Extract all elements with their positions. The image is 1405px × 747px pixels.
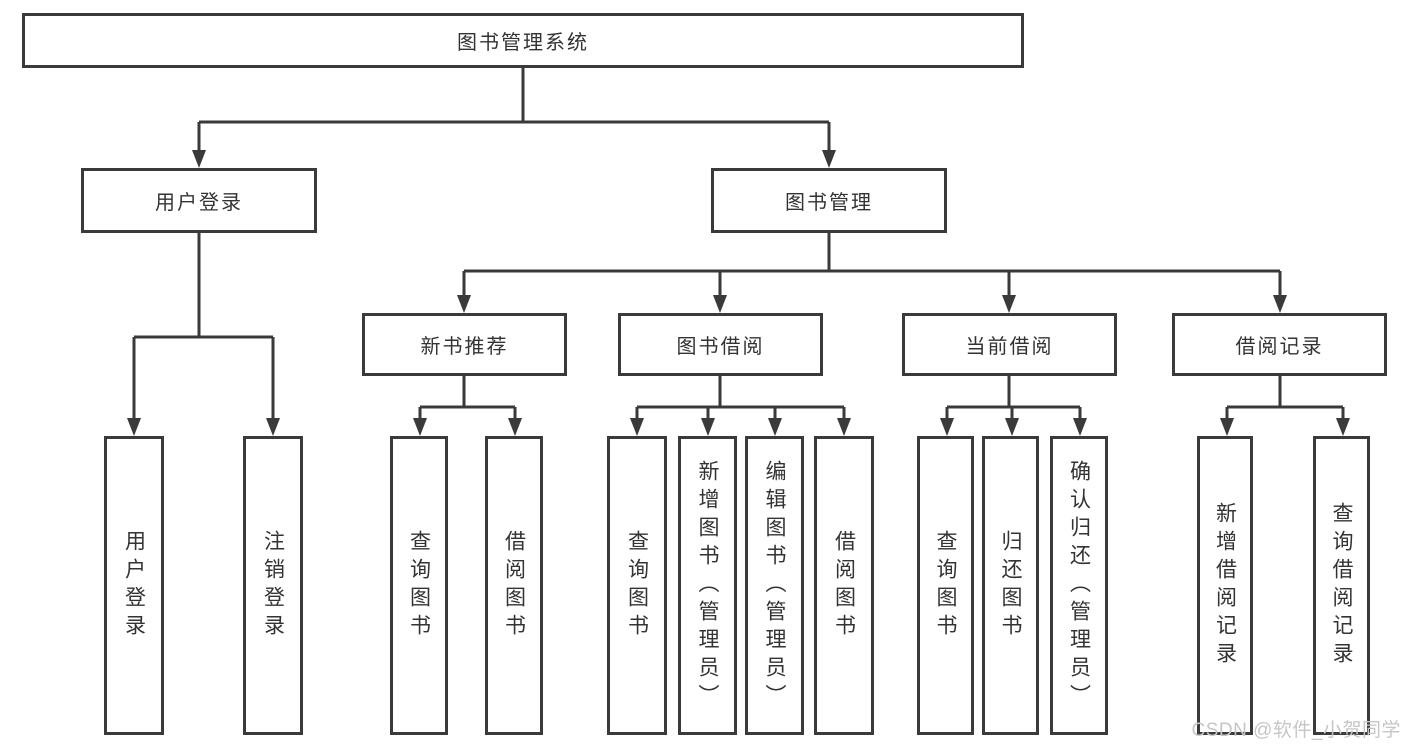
- leaf-logout: 注销登录: [243, 436, 303, 735]
- node-label: 图书管理系统: [457, 32, 589, 54]
- leaf-query-books-current: 查询图书: [917, 436, 974, 735]
- node-current-borrowing: 当前借阅: [902, 313, 1117, 376]
- leaf-query-books-recommend: 查询图书: [390, 436, 448, 735]
- leaf-return-book: 归还图书: [982, 436, 1039, 735]
- node-label: 借阅记录: [1235, 336, 1324, 358]
- node-label: 图书管理: [785, 192, 873, 214]
- node-user-login: 用户登录: [81, 168, 317, 233]
- leaf-borrow-books-recommend: 借阅图书: [485, 436, 543, 735]
- arrowhead-icons: [127, 150, 1350, 436]
- leaf-query-books-borrowing: 查询图书: [607, 436, 667, 735]
- leaf-add-borrow-record: 新增借阅记录: [1197, 436, 1253, 735]
- node-label: 图书借阅: [676, 336, 765, 358]
- leaf-borrow-books-borrowing: 借阅图书: [814, 436, 874, 735]
- node-book-borrowing: 图书借阅: [618, 313, 823, 376]
- csdn-watermark: CSDN @软件_小贺同学: [1191, 720, 1401, 741]
- node-new-book-recommend: 新书推荐: [362, 313, 567, 376]
- node-borrowing-records: 借阅记录: [1172, 313, 1387, 376]
- leaf-edit-book-admin: 编辑图书（管理员）: [745, 436, 804, 735]
- leaf-query-borrow-record: 查询借阅记录: [1313, 436, 1370, 735]
- leaf-confirm-return-admin: 确认归还（管理员）: [1050, 436, 1108, 735]
- node-label: 用户登录: [155, 192, 243, 214]
- node-label: 当前借阅: [965, 336, 1054, 358]
- node-root-system: 图书管理系统: [22, 13, 1024, 68]
- leaf-user-login: 用户登录: [104, 436, 164, 735]
- node-book-management: 图书管理: [711, 168, 947, 233]
- node-label: 新书推荐: [420, 336, 509, 358]
- leaf-add-book-admin: 新增图书（管理员）: [678, 436, 737, 735]
